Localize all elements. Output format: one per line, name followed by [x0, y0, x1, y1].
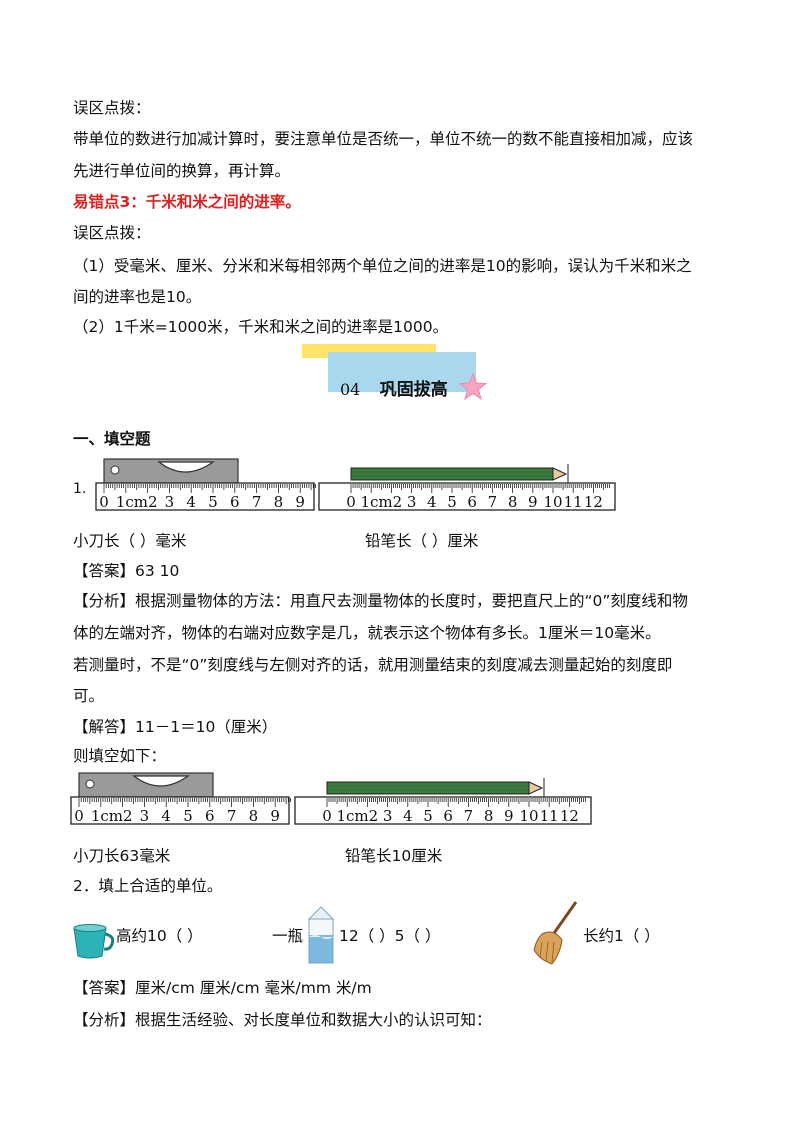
ruler-tick-label: 3: [165, 493, 175, 511]
note-text: （2）1千米=1000米，千米和米之间的进率是1000。: [73, 318, 449, 336]
pink-star-icon: [458, 372, 488, 401]
pencil-shape: [350, 464, 569, 484]
mistake-point-heading: 易错点3：千米和米之间的进率。: [73, 193, 301, 211]
knife-shape: [103, 458, 239, 484]
knife-length-blank: 小刀长（ ）毫米: [73, 532, 187, 550]
carton-blanks: 12（ ）5（ ）: [339, 927, 441, 945]
bottle-label: 一瓶: [272, 927, 304, 945]
ruler-tick-label: 6: [205, 807, 215, 825]
analysis-text: 体的左端对齐，物体的右端对应数字是几，就表示这个物体有多长。1厘米＝10毫米。: [73, 624, 661, 642]
note-text: 先进行单位间的换算，再计算。: [73, 162, 291, 180]
ruler-tick-label: 0: [99, 493, 109, 511]
ruler-tick-label: 11: [540, 807, 559, 825]
ruler-tick-label: 4: [161, 807, 171, 825]
ruler-tick-label: 7: [464, 807, 474, 825]
ruler-tick-label: 5: [423, 807, 433, 825]
ruler-tick-label: 12: [584, 493, 603, 511]
ruler-tick-label: 8: [274, 493, 284, 511]
pencil-length-filled: 铅笔长10厘米: [345, 847, 443, 865]
ruler-tick-label: 5: [183, 807, 193, 825]
broom-length-blank: 长约1（ ）: [583, 927, 660, 945]
note-label: 误区点拨：: [73, 99, 151, 117]
note-label: 误区点拨：: [73, 224, 151, 242]
ruler-tick-label: 9: [270, 807, 280, 825]
section-title: 04 巩固拔高: [340, 375, 448, 400]
ruler-tick-label: 1cm2: [336, 807, 378, 825]
ruler-tick-label: 3: [407, 493, 417, 511]
knife-shape: [78, 772, 214, 798]
ruler-tick-label: 10: [519, 807, 538, 825]
ruler-tick-label: 6: [467, 493, 477, 511]
ruler-tick-label: 0: [346, 493, 356, 511]
ruler-body: [318, 482, 616, 511]
ruler-tick-label: 3: [383, 807, 393, 825]
ruler-tick-label: 7: [252, 493, 262, 511]
ruler-tick-label: 9: [528, 493, 538, 511]
knife-length-filled: 小刀长63毫米: [73, 847, 171, 865]
ruler-tick-label: 7: [227, 807, 237, 825]
answer: 【答案】厘米/cm 厘米/cm 毫米/mm 米/m: [73, 979, 372, 997]
solution: 【解答】11－1＝10（厘米）: [73, 718, 278, 736]
cup-icon: [73, 924, 115, 959]
ruler-tick-label: 4: [427, 493, 437, 511]
section-name: 巩固拔高: [379, 380, 448, 400]
fill-intro: 则填空如下：: [73, 747, 167, 765]
ruler-tick-label: 1cm2: [116, 493, 158, 511]
ruler-body: [70, 796, 291, 825]
note-text: 间的进率也是10。: [73, 288, 202, 306]
analysis-text: 【分析】根据测量物体的方法：用直尺去测量物体的长度时，要把直尺上的“0”刻度线和…: [73, 592, 688, 610]
ruler-tick-label: 4: [186, 493, 196, 511]
pencil-shape: [326, 778, 545, 798]
question-title: 2．填上合适的单位。: [73, 877, 223, 895]
ruler-tick-label: 0: [322, 807, 332, 825]
milk-carton-icon: [307, 906, 335, 964]
pencil-length-blank: 铅笔长（ ）厘米: [365, 532, 479, 550]
ruler-tick-label: 7: [488, 493, 498, 511]
cup-height-blank: 高约10（ ）: [116, 927, 203, 945]
ruler-tick-label: 6: [230, 493, 240, 511]
part-heading: 一、填空题: [73, 430, 151, 448]
question-number: 1.: [73, 481, 87, 497]
broom-icon: [533, 901, 578, 965]
ruler-tick-label: 1cm2: [360, 493, 402, 511]
analysis-text: 可。: [73, 687, 105, 705]
ruler-tick-label: 11: [564, 493, 583, 511]
section-title-banner: 04 巩固拔高: [300, 342, 500, 404]
ruler-body: [294, 796, 592, 825]
analysis-text: 若测量时，不是“0”刻度线与左侧对齐的话，就用测量结束的刻度减去测量起始的刻度即: [73, 656, 673, 674]
ruler-tick-label: 12: [560, 807, 579, 825]
ruler-tick-label: 4: [403, 807, 413, 825]
ruler-tick-label: 1cm2: [91, 807, 133, 825]
ruler-tick-label: 3: [140, 807, 150, 825]
ruler-tick-label: 8: [508, 493, 518, 511]
ruler-body: [95, 482, 316, 511]
ruler-tick-label: 5: [208, 493, 218, 511]
answer: 【答案】63 10: [73, 562, 180, 580]
ruler-tick-label: 0: [74, 807, 84, 825]
banner-blue-bar: [328, 352, 476, 392]
ruler-tick-label: 9: [295, 493, 305, 511]
ruler-tick-label: 9: [504, 807, 514, 825]
section-number: 04: [340, 380, 361, 399]
ruler-tick-label: 5: [447, 493, 457, 511]
ruler-tick-label: 8: [484, 807, 494, 825]
analysis-text: 【分析】根据生活经验、对长度单位和数据大小的认识可知：: [73, 1011, 492, 1029]
note-text: （1）受毫米、厘米、分米和米每相邻两个单位之间的进率是10的影响，误认为千米和米…: [73, 257, 692, 275]
ruler-tick-label: 10: [543, 493, 562, 511]
ruler-tick-label: 6: [443, 807, 453, 825]
note-text: 带单位的数进行加减计算时，要注意单位是否统一，单位不统一的数不能直接相加减，应该: [73, 130, 694, 148]
ruler-tick-label: 8: [249, 807, 259, 825]
